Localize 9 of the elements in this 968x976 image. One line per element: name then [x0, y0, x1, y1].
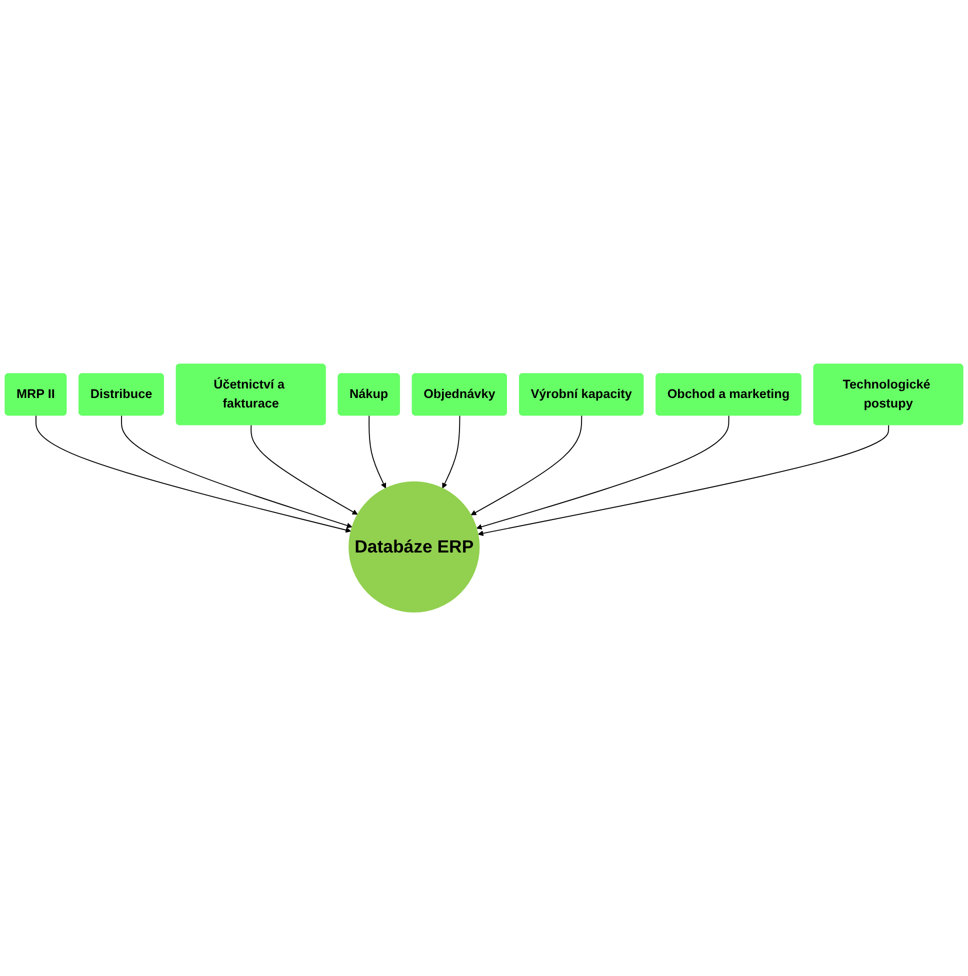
node-circle: Databáze ERP [348, 481, 480, 612]
arrow [121, 415, 352, 528]
arrow [442, 415, 460, 488]
arrow [470, 415, 582, 516]
arrow [476, 415, 730, 530]
arrow [250, 424, 358, 515]
arrow [35, 415, 352, 533]
arrow [478, 424, 890, 536]
arrow [368, 415, 386, 488]
